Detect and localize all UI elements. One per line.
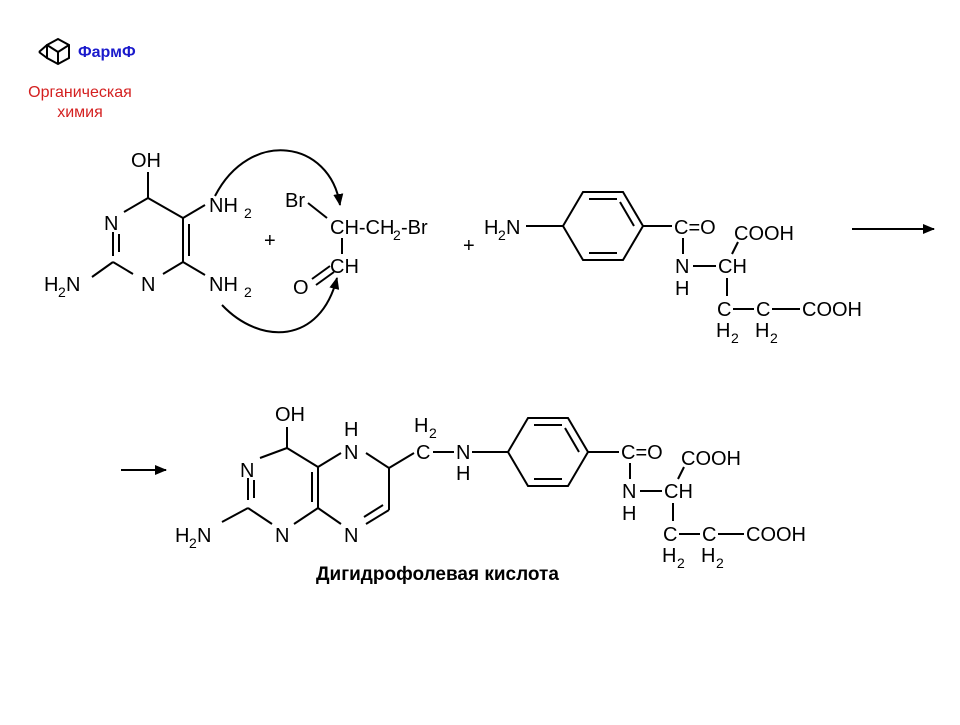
ring-n-label: N — [141, 274, 155, 296]
c-label: C — [416, 442, 430, 464]
ring-n-label: N — [275, 525, 289, 547]
c-label: C — [702, 524, 716, 546]
n-label: N — [675, 256, 689, 278]
adamantane-icon — [38, 37, 70, 66]
subscript-2: 2 — [731, 330, 739, 346]
cooh-label: COOH — [802, 299, 862, 321]
o-label: O — [293, 277, 309, 299]
dibromopropanal-molecule: Br CH-CH 2 -Br CH O — [285, 190, 428, 299]
subscript-2: 2 — [244, 284, 252, 300]
cooh-label: COOH — [734, 223, 794, 245]
ch-label: CH — [330, 256, 359, 278]
dihydrofolic-acid-molecule: OH N N H N N H 2 N H 2 C N H C=O N H CH … — [175, 404, 806, 571]
cooh-label: COOH — [746, 524, 806, 546]
oh-label: OH — [275, 404, 305, 426]
h2n-label: H — [484, 217, 498, 239]
subscript-2: 2 — [393, 227, 401, 243]
subscript-2: 2 — [429, 425, 437, 441]
h-label: H — [622, 503, 636, 525]
triaminopyrimidine-molecule: OH N N NH 2 NH 2 H 2 N — [44, 150, 252, 300]
course-title-line1: Органическая — [28, 84, 132, 101]
br-label: -Br — [401, 217, 428, 239]
h2n-label: H — [44, 274, 58, 296]
c-label: C — [663, 524, 677, 546]
plus-sign: + — [264, 230, 276, 252]
subscript-2: 2 — [677, 555, 685, 571]
h2-label: H — [662, 545, 676, 567]
subscript-2: 2 — [58, 284, 66, 300]
h-label: H — [675, 278, 689, 300]
br-label: Br — [285, 190, 305, 212]
subscript-2: 2 — [716, 555, 724, 571]
c-label: C — [756, 299, 770, 321]
brand-label: ФармФ — [78, 44, 136, 61]
n-label: N — [622, 481, 636, 503]
product-caption: Дигидрофолевая кислота — [316, 564, 559, 585]
subscript-2: 2 — [244, 205, 252, 221]
curved-arrow — [221, 277, 340, 334]
c-label: C — [717, 299, 731, 321]
h-label: H — [456, 463, 470, 485]
course-title-line2: химия — [57, 104, 103, 121]
nh2-label: NH — [209, 274, 238, 296]
plus-sign: + — [463, 235, 475, 257]
h2n-label: N — [66, 274, 80, 296]
h2n-label: H — [175, 525, 189, 547]
ch-label: CH — [718, 256, 747, 278]
cooh-label: COOH — [681, 448, 741, 470]
nh-h-label: H — [344, 419, 358, 441]
h2-label: H — [701, 545, 715, 567]
subscript-2: 2 — [770, 330, 778, 346]
h2n-label: N — [197, 525, 211, 547]
n-label: N — [456, 442, 470, 464]
subscript-2: 2 — [189, 535, 197, 551]
h2-label: H — [716, 320, 730, 342]
ring-n-label: N — [104, 213, 118, 235]
ring-n-label: N — [344, 442, 358, 464]
aminobenzoylglutamate-molecule: H 2 N C=O N H CH COOH C H 2 C H 2 COOH — [484, 191, 862, 346]
c-eq-o-label: C=O — [674, 217, 716, 239]
ring-n-label: N — [344, 525, 358, 547]
ch-label: CH — [664, 481, 693, 503]
curved-arrow — [214, 149, 344, 206]
ch-ch2-label: CH-CH — [330, 217, 394, 239]
h2-label: H — [755, 320, 769, 342]
h2-label: H — [414, 415, 428, 437]
subscript-2: 2 — [498, 227, 506, 243]
ring-n-label: N — [240, 460, 254, 482]
oh-label: OH — [131, 150, 161, 172]
nh2-label: NH — [209, 195, 238, 217]
h2n-label: N — [506, 217, 520, 239]
c-eq-o-label: C=O — [621, 442, 663, 464]
